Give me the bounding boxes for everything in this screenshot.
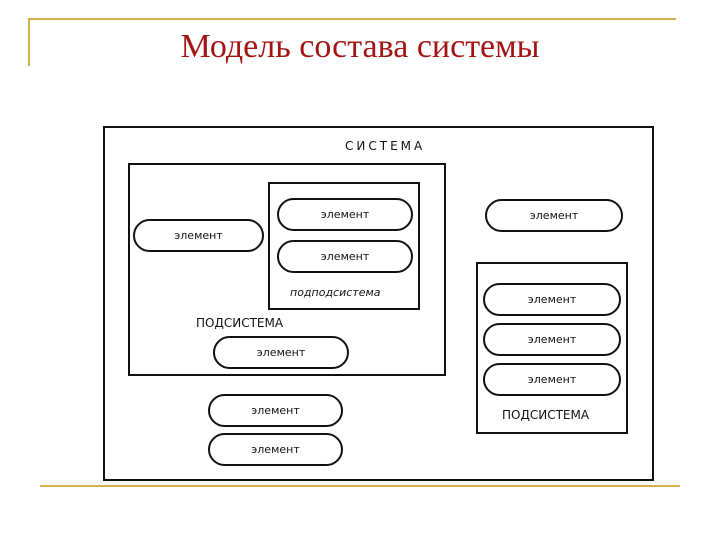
top-accent-line (28, 18, 676, 20)
element-right-2: элемент (483, 323, 621, 356)
subsubsystem-label: подподсистема (290, 286, 381, 299)
left-accent-line (28, 18, 30, 66)
subsystem-left-box (128, 163, 446, 376)
element-left-top: элемент (133, 219, 264, 252)
subsystem-right-label: ПОДСИСТЕМА (502, 408, 590, 422)
subsubsystem-box (268, 182, 420, 310)
element-system-bottom-2: элемент (208, 433, 343, 466)
subsystem-left-label: ПОДСИСТЕМА (196, 316, 284, 330)
element-subsub-1: элемент (277, 198, 413, 231)
element-right-1: элемент (483, 283, 621, 316)
element-right-3: элемент (483, 363, 621, 396)
element-left-bottom: элемент (213, 336, 349, 369)
slide-title: Модель состава системы (180, 28, 540, 65)
system-box (103, 126, 654, 481)
element-system-bottom-1: элемент (208, 394, 343, 427)
element-subsub-2: элемент (277, 240, 413, 273)
bottom-accent-line (40, 485, 680, 487)
subsystem-right-box (476, 262, 628, 434)
element-system-top-right: элемент (485, 199, 623, 232)
system-label: СИСТЕМА (345, 139, 426, 153)
